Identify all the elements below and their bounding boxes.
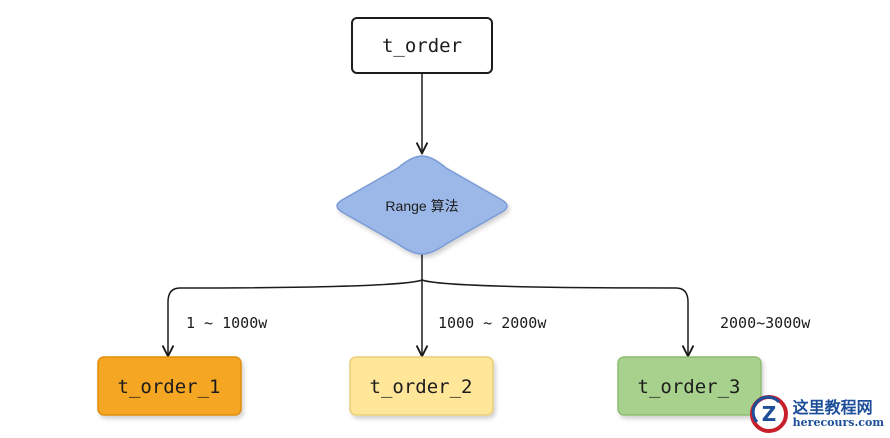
z-logo-icon: Z — [749, 395, 788, 433]
edge-label-shard-3: 2000~3000w — [720, 314, 811, 332]
edge-label-shard-2: 1000 ~ 2000w — [438, 314, 547, 332]
svg-text:Z: Z — [761, 402, 776, 426]
watermark-title: 这里教程网 — [792, 397, 873, 417]
node-shard-3 — [617, 356, 762, 416]
node-shard-3-label: t_order_3 — [638, 376, 741, 398]
watermark: Z 这里教程网 herecours.com — [749, 394, 884, 434]
node-root-label: t_order — [382, 35, 462, 57]
node-shard-2-label: t_order_2 — [370, 376, 473, 398]
node-root: t_order — [351, 17, 493, 74]
node-router-label: Range 算法 — [385, 198, 458, 214]
edge-router-to-shard-3 — [421, 279, 688, 355]
edge-label-shard-1: 1 ~ 1000w — [186, 314, 268, 332]
node-shard-2 — [349, 356, 494, 416]
watermark-url: herecours.com — [792, 415, 884, 429]
node-shard-1 — [97, 356, 242, 416]
edge-router-to-shard-1 — [168, 279, 423, 355]
node-shard-1-label: t_order_1 — [118, 376, 221, 398]
node-router — [336, 155, 508, 255]
